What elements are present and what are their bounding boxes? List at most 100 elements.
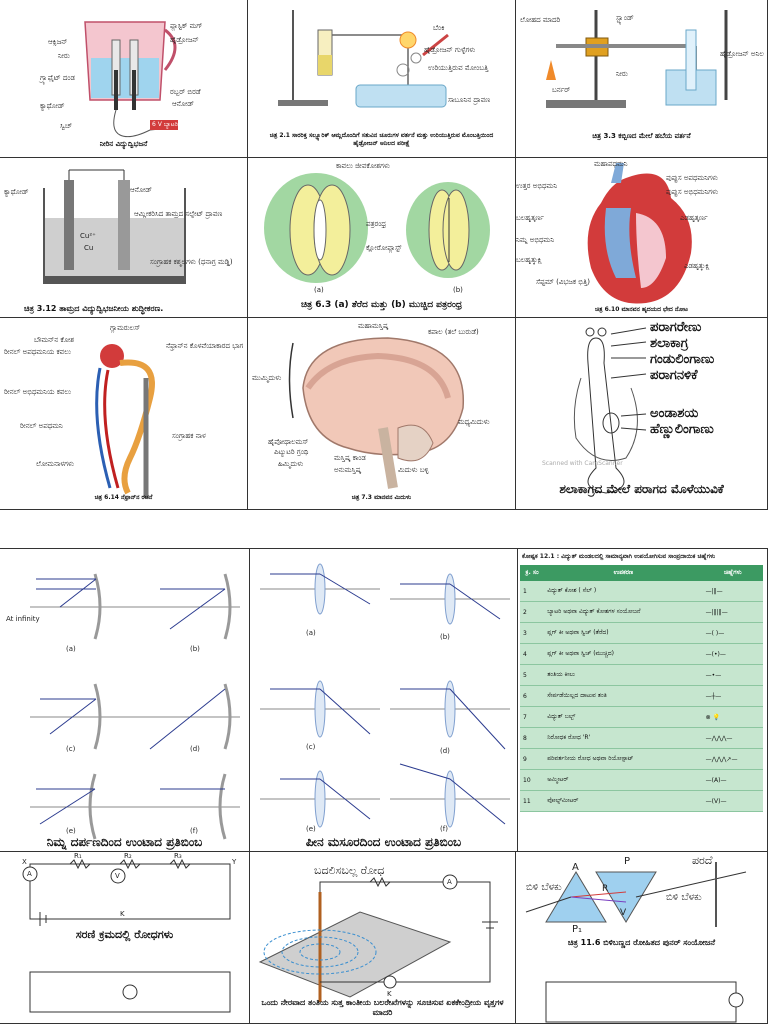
label-metal-sample: ಲೋಹದ ಮಾದರಿ bbox=[520, 16, 561, 24]
panel-concave-mirror: (a) (b) (c) (d) (e) (f) At infinity ನಿಮ್… bbox=[0, 548, 250, 852]
label-burner: ಬರ್ನರ್ bbox=[552, 86, 571, 94]
wire-joint-icon: —•— bbox=[702, 664, 763, 686]
label-cathode-cu: ಕ್ಯಾಥೋಡ್ bbox=[4, 188, 29, 196]
label-hydrogen-bubbles: ಹೈಡ್ರೋಜನ್ ಗುಳ್ಳೆಗಳು bbox=[424, 46, 476, 54]
panel-series-resistors: A V R₁ R₂ R₃ K X Y ಸರಣಿ ಕ್ರಮದಲ್ಲಿ ರೋಧಗಳು bbox=[0, 852, 250, 1024]
label-cerebellum: ಅನುಮಸ್ತಿಷ್ಕ bbox=[334, 466, 362, 474]
brain-diagram bbox=[288, 337, 464, 489]
label-skull: ಕಪಾಲ (ತಲೆ ಬುರುಡೆ) bbox=[428, 328, 479, 336]
panel-convex-lens: (a) (b) (c) (d) (e) (f) ಪೀನ ಮಸೂರದಿಂದ ಉಂಟ… bbox=[250, 548, 518, 852]
label-bowmans-capsule: ಬೌಮನ್‌ನ ಕೋಶ bbox=[34, 336, 75, 344]
caption-zinc-acid: ಚಿತ್ರ 2.1 ಸಾರರಿಕ್ತ ಸಲ್ಫ್ಯೂರಿಕ್ ಆಮ್ಲದೊಂದಿ… bbox=[269, 132, 494, 147]
panel-magnetic-field: ಬದಲಿಸಬಲ್ಲ ರೋಧ A K ಒಂದು ನೇರವಾದ ತಂತಿಯ ಸುತ್… bbox=[250, 852, 516, 1024]
label-hydrogen-gas: ಹೈಡ್ರೋಜನ್ ಅನಿಲ bbox=[720, 50, 764, 58]
steam-iron-diagram bbox=[546, 10, 728, 108]
magnetic-field-diagram bbox=[258, 874, 498, 1002]
panel-symbol-table: ಕೋಷ್ಟಕ 12.1 : ವಿದ್ಯುತ್ ಮಂಡಲದಲ್ಲಿ ಸಾಮಾನ್ಯ… bbox=[518, 548, 768, 852]
label-cu2plus: Cu²⁺ bbox=[80, 232, 96, 240]
label-anode-mud: ಸಂಗ್ರಾಹಕ ಕಶ್ಮಲಗಳು (ಧನಾಗ್ರ ಮಡ್ಡಿ) bbox=[150, 258, 233, 266]
label-anode: ಆನೋಡ್ bbox=[172, 100, 195, 108]
label-stand: ಸ್ಟ್ಯಾಂಡ್ bbox=[616, 14, 634, 22]
label-pulmonary-arteries: ಪುಪ್ಪುಸ ಅಪಧಮನಿಗಳು bbox=[666, 174, 718, 182]
label-white-light-out: ಬಿಳಿ ಬೆಳಕು bbox=[666, 892, 702, 903]
series-circuit-diagram bbox=[22, 858, 231, 1013]
label-voltmeter: V bbox=[115, 872, 120, 880]
label-sub-a: (a) bbox=[314, 286, 324, 294]
sub-e-mirror: (e) bbox=[66, 827, 76, 835]
camscanner-watermark: Scanned with CamScanner bbox=[542, 460, 623, 467]
label-midbrain: ಮಧ್ಯಮಿದುಳು bbox=[458, 418, 490, 426]
panel-steam-iron: ಲೋಹದ ಮಾದರಿ ಸ್ಟ್ಯಾಂಡ್ ನೀರು ಬರ್ನರ್ ಹೈಡ್ರೋಜ… bbox=[516, 0, 768, 158]
label-guard-cells: ಕಾವಲು ಜೀವಕೋಶಗಳು bbox=[336, 162, 390, 170]
label-soap-solution: ಸಾಬೂನಿನ ದ್ರಾವಣ bbox=[448, 96, 491, 104]
label-cu: Cu bbox=[84, 244, 94, 252]
panel-electrolysis-water: ಆಕ್ಸಿಜನ್ ಪ್ಲಾಸ್ಟಿಕ್ ಮಗ್ ಹೈಡ್ರೋಜನ್ ನೀರು ಗ… bbox=[0, 0, 248, 158]
convex-lens-rays bbox=[260, 563, 510, 828]
panel-copper-refining: ಕ್ಯಾಥೋಡ್ ಆನೋಡ್ ಆಮ್ಲೀಕರಿಸಿದ ತಾಮ್ರದ ಸಲ್ಫೇಟ… bbox=[0, 158, 248, 318]
sub-f-mirror: (f) bbox=[190, 827, 198, 835]
caption-nephron: ಚಿತ್ರ 6.14 ನೆಫ್ರಾನ್‌ನ ರಚನೆ bbox=[94, 494, 153, 501]
label-left-ventricle: ಎಡಹೃತ್ಕುಕ್ಷಿ bbox=[684, 262, 710, 270]
voltmeter-icon: —(V)— bbox=[702, 790, 763, 812]
label-cathode: ಕ್ಯಾಥೋಡ್ bbox=[40, 102, 65, 110]
sub-e-lens: (e) bbox=[306, 825, 316, 833]
label-prism-p1: P₁ bbox=[572, 924, 583, 935]
label-male-gamete: ಗಂಡುಲಿಂಗಾಣು bbox=[650, 352, 715, 367]
label-cerebrum: ಮಹಾಮಸ್ತಿಷ್ಕ bbox=[358, 322, 389, 330]
label-battery: 6 V ಬ್ಯಾಟರಿ bbox=[152, 121, 178, 128]
label-key-mf: K bbox=[387, 990, 392, 998]
bulb-icon: ⊗ 💡 bbox=[702, 706, 763, 728]
prism-recombination-diagram bbox=[525, 862, 747, 927]
sub-c-mirror: (c) bbox=[66, 745, 76, 753]
th-serial: ಕ್ರ. ಸಂ bbox=[520, 565, 545, 581]
label-at-infinity: At infinity bbox=[6, 615, 40, 623]
label-pollen-grain: ಪರಾಗರೇಣು bbox=[650, 320, 702, 335]
sub-d-mirror: (d) bbox=[190, 745, 200, 753]
caption-heart: ಚಿತ್ರ 6.10 ಮಾನವನ ಹೃದಯದ ಛೇದ ನೋಟ bbox=[595, 306, 688, 313]
sub-d-lens: (d) bbox=[440, 747, 450, 755]
heart-diagram bbox=[587, 163, 692, 304]
resistor-icon: —⋀⋀⋀— bbox=[702, 727, 763, 749]
table-title: ಕೋಷ್ಟಕ 12.1 : ವಿದ್ಯುತ್ ಮಂಡಲದಲ್ಲಿ ಸಾಮಾನ್ಯ… bbox=[522, 553, 716, 560]
label-plastic-mug: ಪ್ಲಾಸ್ಟಿಕ್ ಮಗ್ bbox=[170, 22, 203, 30]
label-ammeter: A bbox=[27, 870, 32, 878]
label-female-gamete: ಹೆಣ್ಣುಲಿಂಗಾಣು bbox=[650, 422, 714, 437]
panel-zinc-acid: ಕಾವಲು ಜೀವಕೋಶಗಳು ಬೆಂಕಿ ಸಾಬೂನಿನ ದ್ರಾವಣ ಹೈಡ… bbox=[248, 0, 516, 158]
label-inferior-vena-cava: ನಿಮ್ನ ಅಭಿಧಮನಿ bbox=[516, 236, 555, 244]
label-stigma: ಶಲಾಕಾಗ್ರ bbox=[650, 336, 689, 351]
zinc-acid-diagram bbox=[278, 10, 449, 108]
ammeter-icon: —(A)— bbox=[702, 769, 763, 791]
caption-electrolysis-water: ನೀರಿನ ವಿದ್ಯುದ್ವಿಭಜನೆ bbox=[99, 140, 148, 148]
label-anode-cu: ಆನೋಡ್ bbox=[130, 186, 153, 194]
sub-b-lens: (b) bbox=[440, 633, 450, 641]
caption-convex-lens: ಪೀನ ಮಸೂರದಿಂದ ಉಂಟಾದ ಪ್ರತಿಬಿಂಬ bbox=[305, 835, 462, 849]
label-screen: ಪರದೆ bbox=[692, 854, 713, 867]
label-ovary: ಅಂಡಾಶಯ bbox=[650, 406, 699, 421]
sub-b-mirror: (b) bbox=[190, 645, 200, 653]
label-rubber-stopper: ರಬ್ಬರ್ ಬಿರಡೆ bbox=[170, 88, 201, 96]
label-x: X bbox=[22, 858, 27, 866]
battery-symbol-icon: —|‖|‖— bbox=[702, 601, 763, 623]
rheostat-icon: —⋀⋀⋀↗— bbox=[702, 748, 763, 770]
open-switch-icon: —( )— bbox=[702, 622, 763, 644]
caption-series-resistors: ಸರಣಿ ಕ್ರಮದಲ್ಲಿ ರೋಧಗಳು bbox=[75, 928, 174, 941]
electrolysis-diagram bbox=[84, 21, 178, 138]
label-prism-p: P bbox=[624, 856, 631, 867]
pollen-diagram bbox=[573, 327, 647, 494]
sub-a-lens: (a) bbox=[306, 629, 316, 637]
label-copper-sulphate: ಆಮ್ಲೀಕರಿಸಿದ ತಾಮ್ರದ ಸಲ್ಫೇಟ್ ದ್ರಾವಣ bbox=[134, 210, 223, 218]
label-fire: ಬೆಂಕಿ bbox=[433, 24, 445, 32]
label-water-steam: ನೀರು bbox=[616, 70, 628, 78]
panel-stomata: ಕಾವಲು ಜೀವಕೋಶಗಳು ಪತ್ರರಂಧ್ರ ಕ್ಲೋರೋಪ್ಲಾಸ್ಟ್… bbox=[248, 158, 516, 318]
sub-a-mirror: (a) bbox=[66, 645, 76, 653]
label-right-atrium: ಬಲಹೃತ್ಕರ್ಣ bbox=[516, 214, 544, 222]
concave-mirror-rays bbox=[30, 573, 240, 840]
